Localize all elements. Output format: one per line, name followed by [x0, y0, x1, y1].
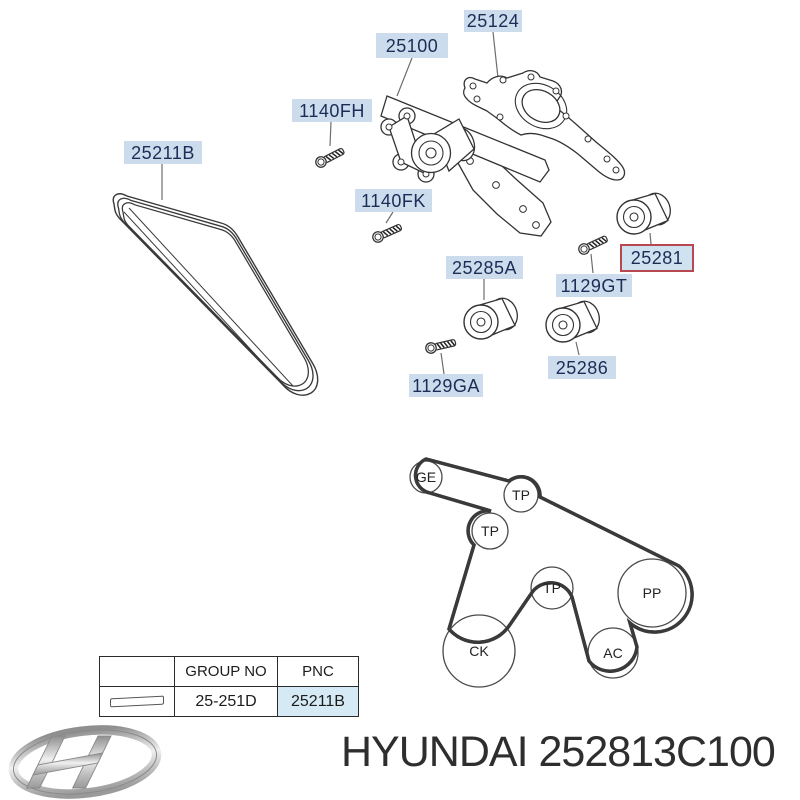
bolt-1129gt-drawing	[576, 232, 610, 257]
header-icon-cell	[99, 656, 175, 687]
part-label-25286: 25286	[548, 356, 616, 379]
group-no-value: 25-251D	[174, 686, 278, 717]
part-label-1140fh: 1140FH	[292, 99, 372, 122]
part-label-1129ga: 1129GA	[409, 374, 483, 397]
part-label-1140fk: 1140FK	[355, 189, 432, 212]
part-label-1129gt: 1129GT	[556, 274, 632, 297]
pnc-value: 25211B	[277, 686, 359, 717]
idler-pulley-25285a-drawing	[463, 294, 523, 340]
footer-part-number: HYUNDAI 252813C100	[341, 727, 800, 777]
bolt-1129ga-drawing	[424, 336, 458, 355]
belt-routing-diagram: GE TP TP TP CK PP AC	[409, 457, 694, 688]
part-number: 252813C100	[538, 728, 775, 776]
drive-belt-drawing	[112, 193, 319, 396]
pulley-tp3	[530, 566, 574, 610]
pulley-pp	[617, 558, 687, 628]
brand-name: HYUNDAI	[341, 728, 529, 776]
part-label-25285a: 25285A	[446, 256, 523, 279]
pulley-label-ac: AC	[603, 645, 622, 661]
part-label-25100: 25100	[376, 33, 448, 58]
pulley-label-pp: PP	[643, 585, 662, 601]
pulley-ck	[442, 614, 516, 688]
summary-table-header-row: GROUP NO PNC	[99, 656, 359, 687]
belt-symbol-cell	[99, 686, 175, 717]
pulley-tp2	[471, 512, 509, 550]
hyundai-logo-icon	[8, 725, 162, 799]
part-label-25124: 25124	[464, 10, 522, 32]
header-pnc: PNC	[277, 656, 359, 687]
pulley-label-tp3: TP	[543, 580, 561, 596]
bolt-1140fk-drawing	[370, 221, 404, 245]
pulley-label-ck: CK	[469, 643, 489, 659]
bolt-1140fh-drawing	[313, 145, 347, 170]
water-pump-drawing	[380, 95, 552, 237]
pulley-label-tp2: TP	[481, 523, 499, 539]
header-group-no: GROUP NO	[174, 656, 278, 687]
summary-table: GROUP NO PNC 25-251D 25211B	[99, 656, 359, 717]
pulley-label-ge: GE	[416, 469, 436, 485]
leader-lines	[161, 31, 652, 375]
part-label-25211b: 25211B	[124, 141, 202, 164]
idler-pulley-25286-drawing	[545, 297, 605, 343]
summary-table-data-row: 25-251D 25211B	[99, 686, 359, 717]
part-label-25281-highlighted: 25281	[620, 244, 694, 272]
gasket-drawing	[463, 70, 626, 181]
idler-pulley-25281-drawing	[616, 189, 676, 235]
belt-symbol-icon	[110, 695, 164, 708]
pulley-label-tp1: TP	[512, 487, 530, 503]
